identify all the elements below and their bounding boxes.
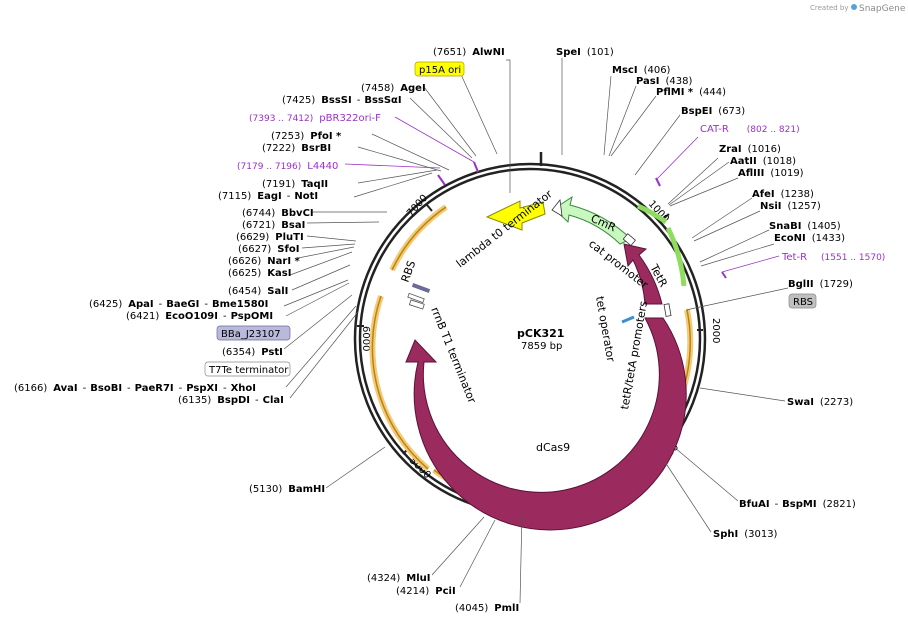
p15a-halo <box>389 204 448 272</box>
tetr-primer-mark[interactable] <box>721 271 727 279</box>
branding-created-by: Created by <box>810 4 849 12</box>
tet-operator-label: tet operator <box>593 295 617 363</box>
site-pasi[interactable]: PasI(438) <box>636 76 692 87</box>
site-snabi[interactable]: SnaBI(1405) <box>769 221 841 232</box>
site-mlui[interactable]: (4324)MluI <box>367 573 430 584</box>
primer-cat-r[interactable]: CAT-R(802 .. 821) <box>700 124 800 135</box>
site-bspdi[interactable]: (6135)BspDI-ClaI <box>178 395 284 406</box>
site-zrai[interactable]: ZraI(1016) <box>719 144 781 155</box>
plasmid-length: 7859 bp <box>521 341 562 352</box>
lambda-end-box[interactable] <box>551 199 563 217</box>
bba-mark[interactable] <box>411 283 431 293</box>
site-agei[interactable]: (7458)AgeI <box>361 83 426 94</box>
cat-promoter-box[interactable] <box>622 233 636 247</box>
site-bsssi[interactable]: (7425)BssSI-BssSαI <box>282 95 402 106</box>
site-taqii[interactable]: (7191)TaqII <box>262 179 328 190</box>
tick-7000 <box>426 204 433 212</box>
site-pmli[interactable]: (4045)PmlI <box>455 603 519 614</box>
site-bbvci[interactable]: (6744)BbvCI <box>242 208 314 219</box>
rbs-mark[interactable] <box>407 292 425 304</box>
p15a-ori-label: p15A ori <box>419 65 461 76</box>
site-bamhi[interactable]: (5130)BamHI <box>249 484 325 495</box>
primer-tet-r[interactable]: Tet-R(1551 .. 1570) <box>781 252 885 263</box>
cmr-halo <box>665 226 687 287</box>
rbs-box-label: RBS <box>793 297 813 308</box>
site-sali[interactable]: (6454)SalI <box>228 286 288 297</box>
site-spei[interactable]: SpeI(101) <box>556 47 614 58</box>
p15a-halo-core <box>391 206 447 271</box>
site-nari[interactable]: (6626)NarI * <box>228 256 301 267</box>
site-nsii[interactable]: NsiI(1257) <box>760 201 821 212</box>
site-psti[interactable]: (6354)PstI <box>222 347 283 358</box>
primer-l4440[interactable]: (7179 .. 7196)L4440 <box>237 161 338 172</box>
site-kasi[interactable]: (6625)KasI <box>228 268 291 279</box>
dcas9-feature[interactable] <box>405 317 687 531</box>
site-swai[interactable]: SwaI(2273) <box>787 397 853 408</box>
site-alwni[interactable]: (7651)AlwNI <box>433 47 505 58</box>
site-pcii[interactable]: (4214)PciI <box>396 586 456 597</box>
site-sphi[interactable]: SphI(3013) <box>713 529 778 540</box>
dcas9-label: dCas9 <box>536 441 570 454</box>
bba-j23107-label: BBa_J23107 <box>221 329 281 340</box>
site-avai[interactable]: (6166)AvaI-BsoBI-PaeR7I-PspXI-XhoI <box>14 383 256 394</box>
site-ecoo109i[interactable]: (6421)EcoO109I-PspOMI <box>126 311 273 322</box>
snapgene-logo-icon <box>851 4 857 10</box>
site-pfoi[interactable]: (7253)PfoI * <box>271 131 342 142</box>
tick-label-6000: 6000 <box>360 326 371 351</box>
tetr-promoter-box[interactable] <box>663 303 672 317</box>
leader-lines <box>283 58 789 604</box>
site-afei[interactable]: AfeI(1238) <box>752 189 814 200</box>
site-eagi[interactable]: (7115)EagI-NotI <box>218 191 318 202</box>
site-bfuai[interactable]: BfuAI-BspMI(2821) <box>739 499 856 510</box>
primer-leader-lines <box>344 116 780 273</box>
rrnb-mark[interactable] <box>408 299 425 310</box>
site-aatii[interactable]: AatII(1018) <box>730 156 796 167</box>
cat-promoter-halo <box>636 203 668 225</box>
bba-j23107-box[interactable] <box>216 325 291 341</box>
tetr-tetA-label: tetR/tetA promoters <box>618 300 650 411</box>
tet-operator-mark[interactable] <box>621 315 635 324</box>
pbr-primer-mark[interactable] <box>473 161 479 173</box>
primer-pbr322ori-f[interactable]: (7393 .. 7412)pBR322ori-F <box>249 113 381 124</box>
site-aflii[interactable]: AflIII(1019) <box>738 168 804 179</box>
tetr-feature[interactable] <box>623 243 663 305</box>
site-pflmi[interactable]: PflMI *(444) <box>656 87 726 98</box>
rrnb-label: rrnB T1 terminator <box>428 305 479 405</box>
site-msci[interactable]: MscI(406) <box>612 65 671 76</box>
t7te-terminator-box[interactable] <box>204 361 291 377</box>
site-sfoi[interactable]: (6627)SfoI <box>238 244 299 255</box>
site-apai[interactable]: (6425)ApaI-BaeGI-Bme1580I <box>89 299 268 310</box>
p15a-ori-box[interactable] <box>414 61 465 77</box>
rbs-feature-label: RBS <box>399 259 419 284</box>
rbs-box[interactable] <box>788 293 817 309</box>
site-econi[interactable]: EcoNI(1433) <box>774 233 845 244</box>
site-bspei[interactable]: BspEI(673) <box>681 106 745 117</box>
plasmid-name: pCK321 <box>517 327 564 340</box>
site-bsrbi[interactable]: (7222)BsrBI <box>262 143 331 154</box>
l4440-primer-mark[interactable] <box>437 174 446 186</box>
site-pluti[interactable]: (6629)PluTI <box>236 232 304 243</box>
t7te-terminator-label: T7Te terminator <box>208 365 289 376</box>
branding-snapgene: SnapGene <box>859 4 906 14</box>
lambda-t0-label: lambda t0 terminator <box>454 187 555 270</box>
site-bsai[interactable]: (6721)BsaI <box>242 220 305 231</box>
dcas9-halo-left-core <box>371 295 429 470</box>
site-bglii[interactable]: BglII(1729) <box>788 279 853 290</box>
lambda-t0-terminator-feature[interactable] <box>485 200 546 231</box>
tick-label-2000: 2000 <box>710 318 721 343</box>
